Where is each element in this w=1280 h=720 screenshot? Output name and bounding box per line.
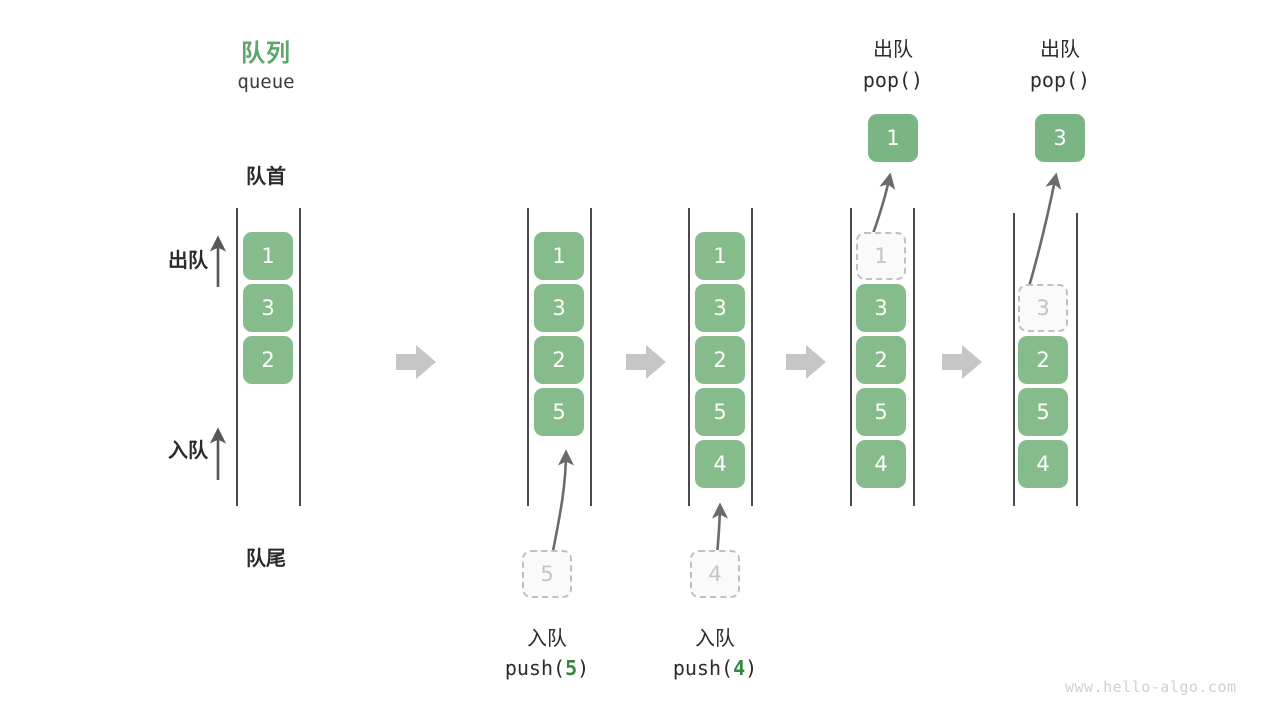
pop-3-label-code: pop() [1029,68,1091,92]
push-4-code-value: 4 [733,656,746,680]
push-4-code-prefix: push( [672,656,734,680]
transition-arrow-3 [786,345,826,379]
queue-rail-right-1 [299,208,301,506]
queue-cell: 1 [534,232,584,280]
popped-value-cell: 1 [868,114,918,162]
queue-cell: 1 [695,232,745,280]
queue-cell: 5 [695,388,745,436]
push-5-label-cn: 入队 [527,626,567,650]
queue-rail-right-5 [1076,213,1078,506]
queue-cell: 5 [1018,388,1068,436]
diagram-title-en: queue [237,71,295,93]
queue-rail-left-5 [1013,213,1015,506]
push-4-arrow [711,502,729,557]
pop-1-label-cn: 出队 [873,37,913,61]
pop-3-label-cn: 出队 [1040,37,1080,61]
queue-cell: 2 [534,336,584,384]
queue-cell: 2 [695,336,745,384]
queue-rail-left-3 [688,208,690,506]
push-5-arrow [550,449,575,557]
diagram-title-cn: 队列 [241,39,291,67]
push-5-code-prefix: push( [504,656,566,680]
label-dequeue: 出队 [168,248,208,272]
push-5-label-code: push(5) [467,656,627,680]
queue-cell: 1 [856,232,906,280]
transition-arrow-4 [942,345,982,379]
queue-cell: 2 [243,336,293,384]
queue-rail-right-2 [590,208,592,506]
push-4-code-suffix: ) [745,656,758,680]
label-queue-front: 队首 [246,164,286,188]
queue-cell: 3 [1018,284,1068,332]
queue-rail-right-4 [913,208,915,506]
label-enqueue: 入队 [168,438,208,462]
push-5-code-suffix: ) [577,656,590,680]
queue-cell: 5 [534,388,584,436]
queue-cell: 3 [856,284,906,332]
incoming-ghost-cell: 5 [522,550,572,598]
queue-cell: 4 [1018,440,1068,488]
queue-cell: 3 [243,284,293,332]
watermark: www.hello-algo.com [1065,678,1237,696]
pop-1-label-code: pop() [862,68,924,92]
incoming-ghost-cell: 4 [690,550,740,598]
queue-rail-right-3 [751,208,753,506]
queue-cell: 4 [856,440,906,488]
queue-cell: 2 [1018,336,1068,384]
label-queue-rear: 队尾 [246,546,286,570]
transition-arrow-2 [626,345,666,379]
queue-cell: 3 [534,284,584,332]
queue-rail-left-2 [527,208,529,506]
queue-cell: 3 [695,284,745,332]
push-4-label-code: push(4) [635,656,795,680]
queue-cell: 5 [856,388,906,436]
queue-cell: 2 [856,336,906,384]
push-5-code-value: 5 [565,656,578,680]
push-4-label-cn: 入队 [695,626,735,650]
transition-arrow-1 [396,345,436,379]
queue-rail-left-1 [236,208,238,506]
queue-cell: 4 [695,440,745,488]
queue-rail-left-4 [850,208,852,506]
popped-value-cell: 3 [1035,114,1085,162]
pop-3-arrow [1024,172,1062,298]
queue-cell: 1 [243,232,293,280]
